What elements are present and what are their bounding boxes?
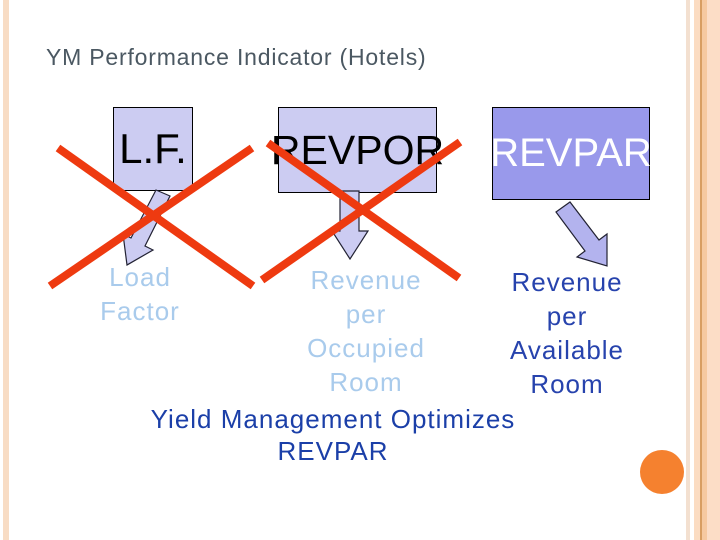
left-border-stripe bbox=[3, 0, 9, 540]
right-stripe-3 bbox=[700, 0, 702, 540]
right-border-stripes bbox=[686, 0, 720, 540]
revpor-box: REVPOR bbox=[271, 107, 444, 193]
conclusion-text: Yield Management Optimizes REVPAR bbox=[150, 404, 516, 466]
lf-box: L.F. bbox=[113, 107, 193, 191]
right-stripe-4 bbox=[702, 0, 707, 540]
slide-title: YM Performance Indicator (Hotels) bbox=[46, 44, 427, 70]
down-arrow-icon bbox=[330, 190, 370, 261]
right-stripe-5 bbox=[707, 0, 720, 540]
revpar-box: REVPAR bbox=[490, 107, 652, 200]
right-stripe-2 bbox=[694, 0, 700, 540]
revpor-caption: Revenue per Occupied Room bbox=[307, 265, 425, 397]
orange-dot-icon bbox=[640, 450, 684, 494]
revpar-caption: Revenue per Available Room bbox=[509, 267, 625, 399]
down-left-arrow-icon bbox=[122, 189, 171, 266]
down-right-arrow-icon bbox=[555, 201, 608, 267]
lf-caption: Load Factor bbox=[100, 262, 180, 326]
lf-box-label: L.F. bbox=[119, 125, 187, 172]
revpor-box-label: REVPOR bbox=[270, 126, 445, 173]
revpar-box-label: REVPAR bbox=[490, 131, 652, 175]
right-stripe-1 bbox=[686, 0, 690, 540]
